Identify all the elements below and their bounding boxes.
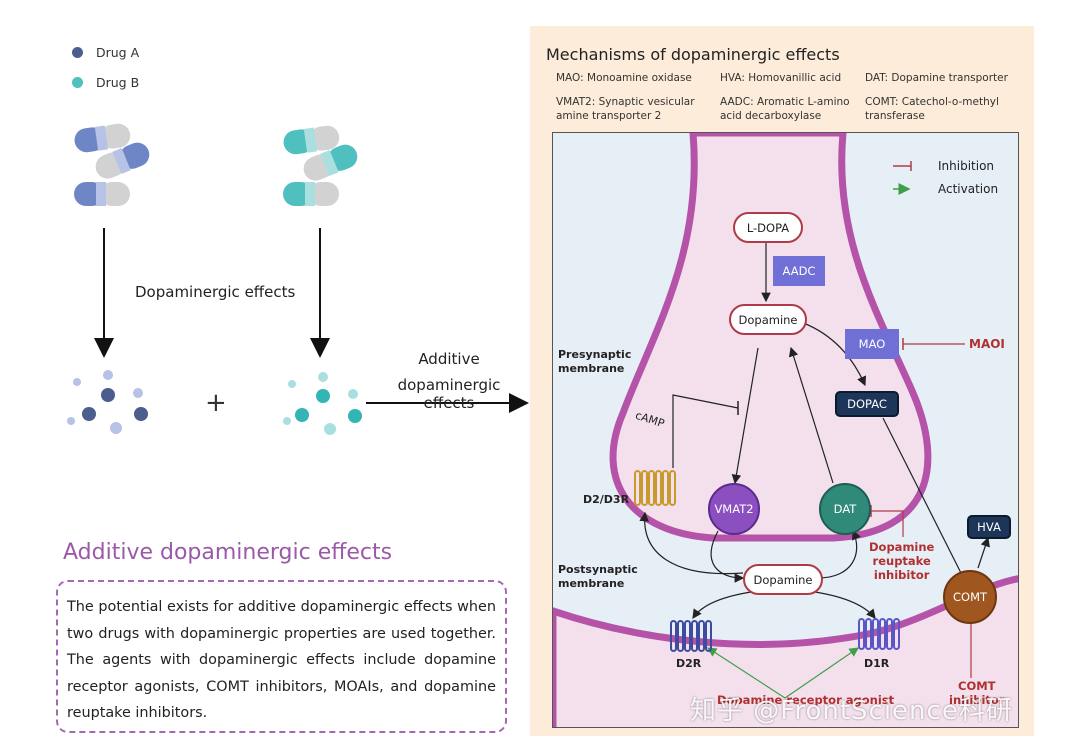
legend-drug-b: Drug B: [72, 75, 139, 90]
abbr-vmat2-line1: VMAT2: Synaptic vesicular: [556, 96, 695, 108]
activation-label: Activation: [938, 182, 999, 196]
summary-title: Additive dopaminergic effects: [63, 540, 393, 565]
dat-node: DAT: [819, 483, 871, 535]
presynaptic-label-line1: Presynaptic: [558, 348, 632, 361]
abbr-aadc-line1: AADC: Aromatic L-amino: [720, 96, 850, 108]
dopamine-presynaptic-node: Dopamine: [729, 304, 807, 335]
reuptake-inhibitor-line1: Dopamine: [869, 540, 935, 554]
d1r-label: D1R: [864, 657, 890, 670]
plus-sign: +: [205, 388, 227, 418]
abbr-aadc-line2: acid decarboxylase: [720, 110, 822, 122]
synapse-drawing: [553, 133, 1018, 727]
legend-drug-a: Drug A: [72, 45, 139, 60]
d2r-receptor-icon: [670, 620, 712, 652]
abbr-mao: MAO: Monoamine oxidase: [556, 72, 692, 84]
d2d3r-label: D2/D3R: [583, 493, 630, 506]
d1r-receptor-icon: [858, 618, 900, 650]
abbr-vmat2-line2: amine transporter 2: [556, 110, 662, 122]
comt-node: COMT: [943, 570, 997, 624]
presynaptic-label: Presynaptic membrane: [558, 348, 631, 376]
synapse-diagram: Inhibition Activation L-DOPA AADC Dopami…: [552, 132, 1019, 728]
d2r-label: D2R: [676, 657, 702, 670]
additive-label-line1: Additive: [418, 350, 480, 368]
reuptake-inhibitor-line2: reuptake: [872, 554, 931, 568]
drug-b-particles-icon: [283, 372, 362, 435]
dopamine-cleft-node: Dopamine: [743, 564, 823, 595]
l-dopa-node: L-DOPA: [733, 212, 803, 243]
presynaptic-label-line2: membrane: [558, 362, 625, 375]
maoi-label: MAOI: [969, 337, 1005, 351]
mao-node: MAO: [845, 329, 899, 359]
drug-a-particles-icon: [67, 370, 148, 434]
d2d3r-receptor-icon: [634, 470, 676, 506]
hva-node: HVA: [967, 515, 1011, 539]
abbr-hva: HVA: Homovanillic acid: [720, 72, 842, 84]
reuptake-inhibitor-line3: inhibitor: [873, 568, 930, 582]
postsynaptic-label-line2: membrane: [558, 577, 625, 590]
zhihu-watermark: 知乎 @FrontScience科研: [690, 696, 1013, 726]
comt-inhibitor-label: COMT inhibitor: [949, 679, 1005, 707]
presynaptic-terminal: [609, 133, 932, 542]
drug-b-dot-icon: [72, 77, 83, 88]
dopac-node: DOPAC: [835, 391, 899, 417]
legend-drug-b-label: Drug B: [96, 75, 140, 90]
summary-box: The potential exists for additive dopami…: [56, 580, 507, 733]
drug-flow-illustration: [67, 123, 529, 435]
abbr-comt-line2: transferase: [865, 110, 925, 122]
dopamine-receptor-agonist-label: Dopamine receptor agonist: [717, 693, 895, 707]
postsynaptic-label-line1: Postsynaptic: [558, 563, 638, 576]
drug-a-dot-icon: [72, 47, 83, 58]
dopaminergic-effects-label: Dopaminergic effects: [135, 283, 296, 301]
aadc-node: AADC: [773, 256, 825, 286]
comt-inhibitor-line1: COMT: [958, 679, 996, 693]
abbr-dat: DAT: Dopamine transporter: [865, 72, 1008, 84]
legend-drug-a-label: Drug A: [96, 45, 140, 60]
postsynaptic-label: Postsynaptic membrane: [558, 563, 638, 591]
additive-label-line2: dopaminergic effects: [397, 376, 501, 412]
drug-a-capsules-icon: [74, 123, 150, 206]
reuptake-inhibitor-label: Dopamine reuptake inhibitor: [869, 540, 934, 582]
mechanisms-title: Mechanisms of dopaminergic effects: [546, 45, 840, 64]
abbr-comt-line1: COMT: Catechol-o-methyl: [865, 96, 999, 108]
comt-inhibitor-line2: inhibitor: [949, 693, 1005, 707]
inhibition-label: Inhibition: [938, 159, 995, 173]
summary-text: The potential exists for additive dopami…: [67, 599, 496, 721]
drug-b-capsules-icon: [283, 125, 358, 206]
vmat2-node: VMAT2: [708, 483, 760, 535]
